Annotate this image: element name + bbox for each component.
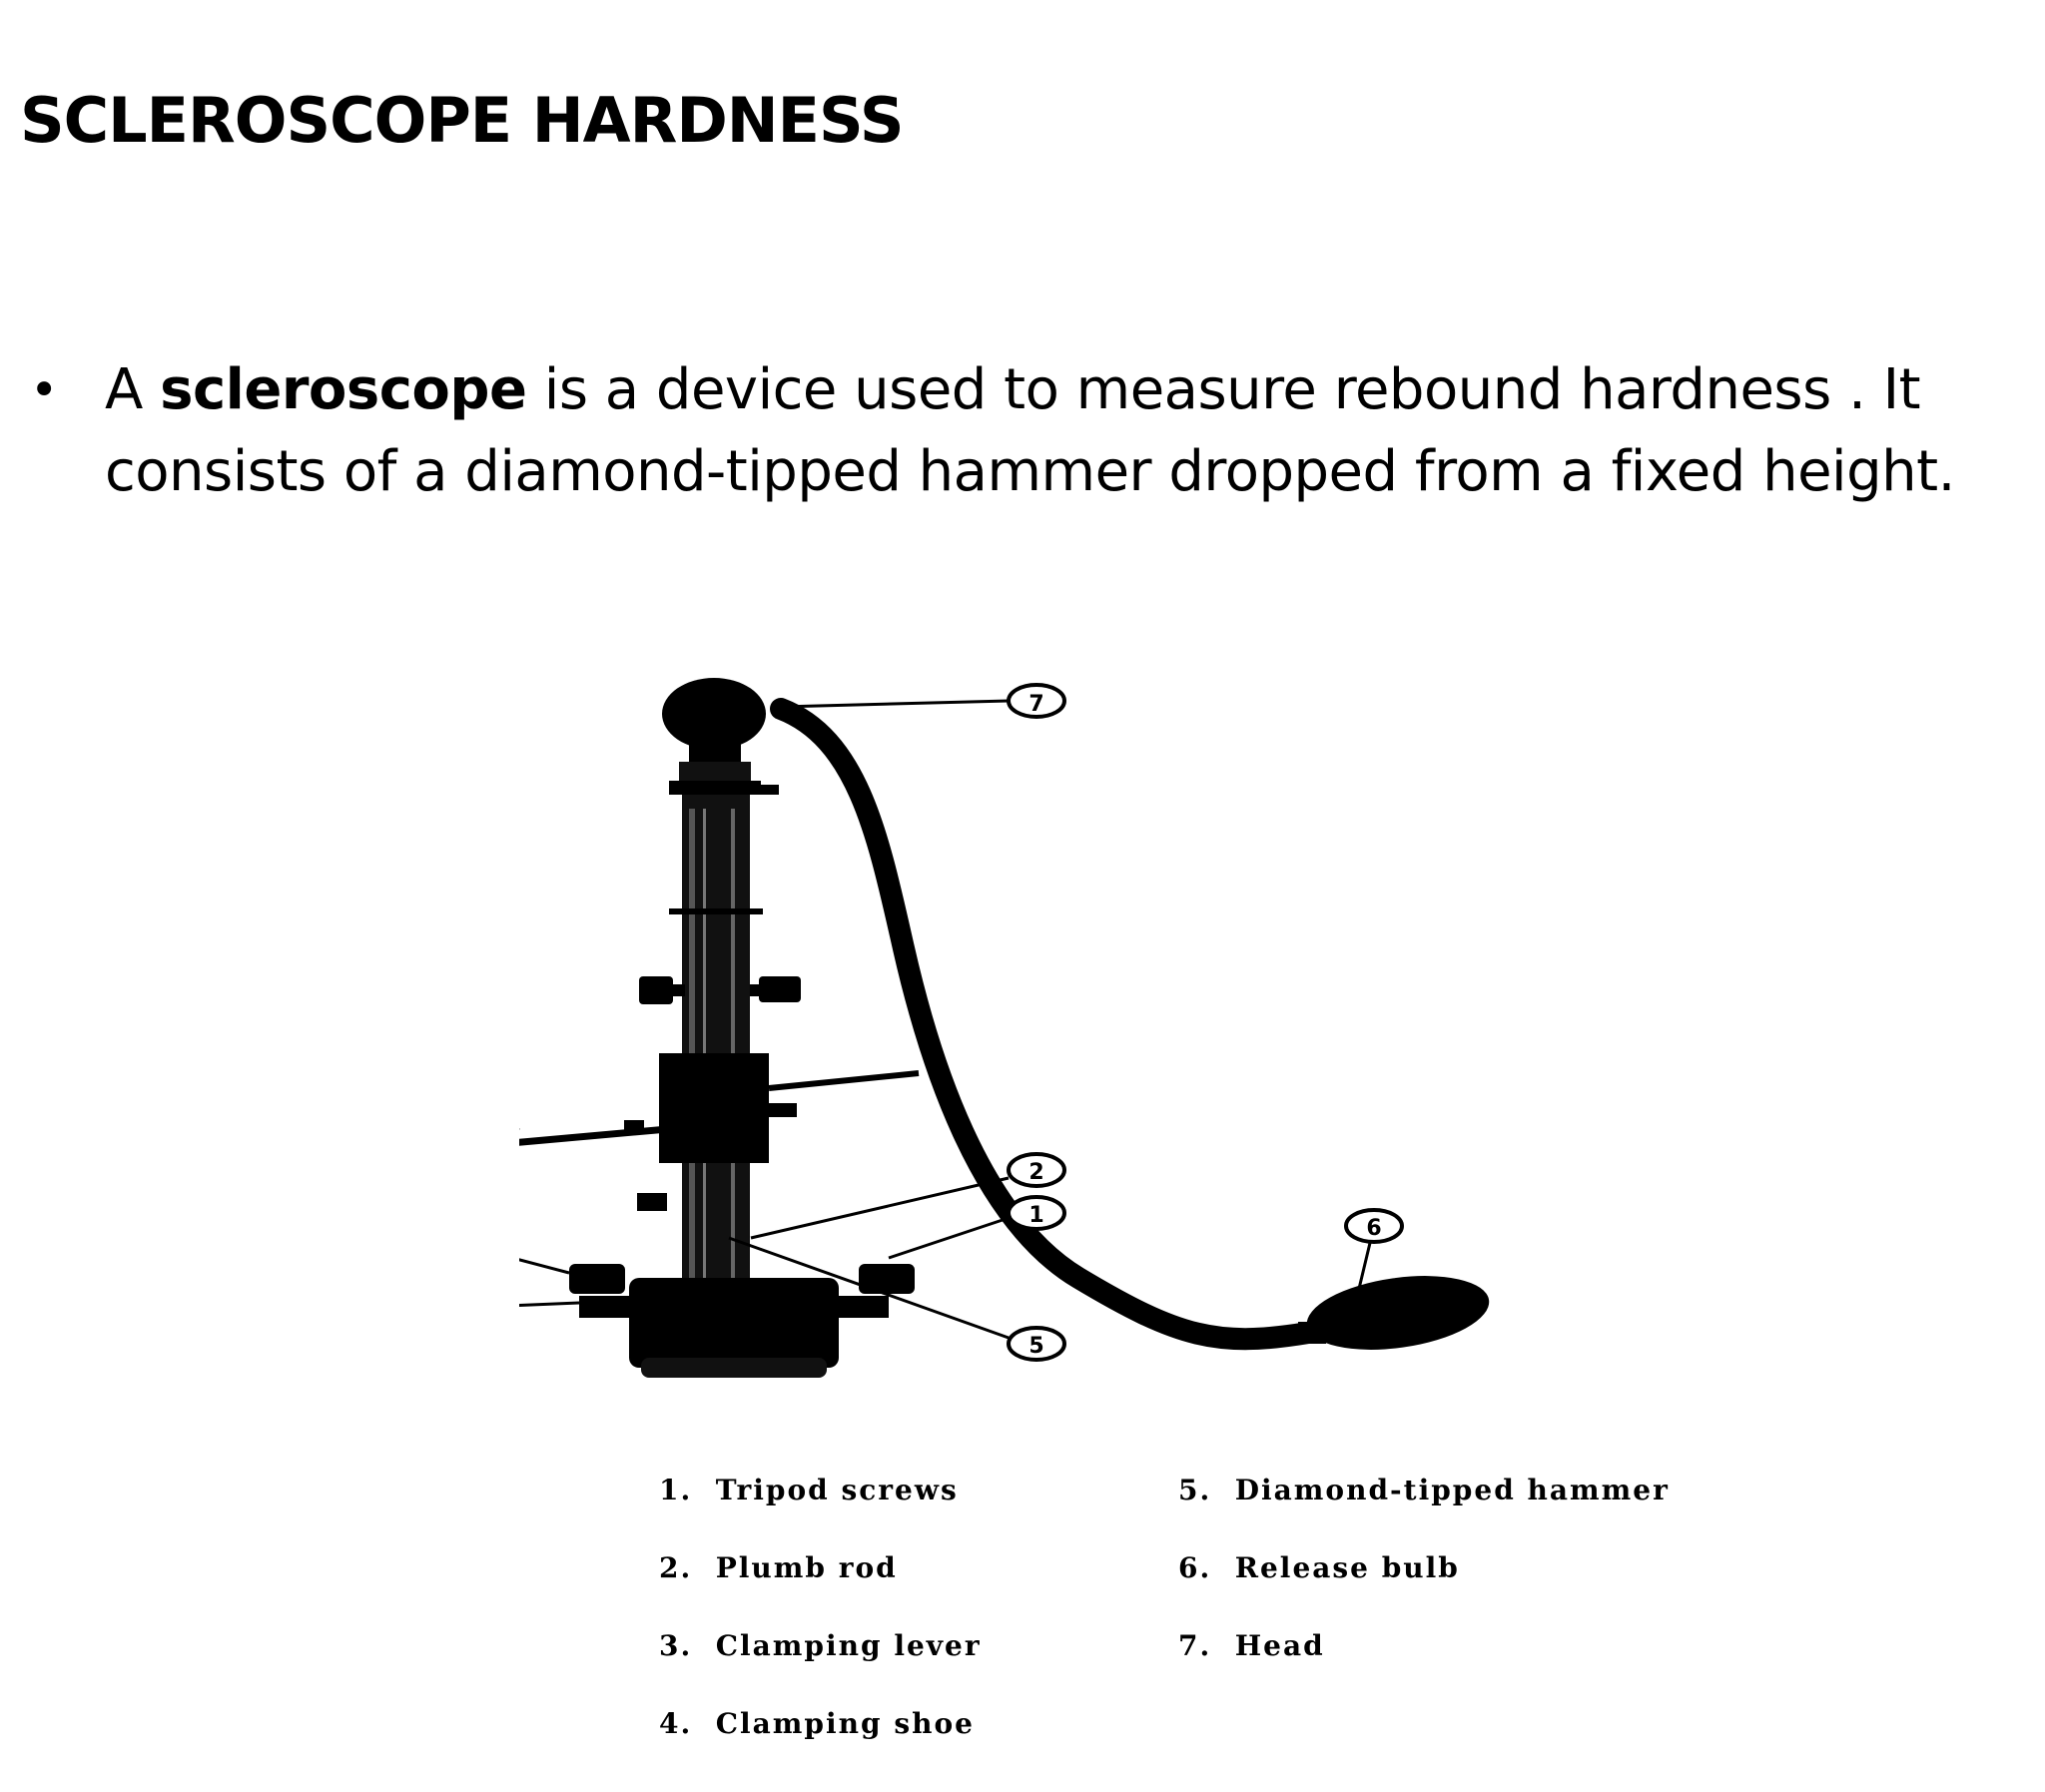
callout-5: 5: [1007, 1326, 1066, 1362]
callout-6: 6: [1344, 1208, 1404, 1244]
svg-text:1: 1: [1028, 1203, 1043, 1228]
legend-item: 1. Tripod screws: [659, 1474, 959, 1506]
bullet-body: is a device used to measure rebound hard…: [105, 357, 1955, 504]
svg-text:7: 7: [1028, 692, 1043, 717]
callout-1-right: 1: [1007, 1195, 1066, 1231]
base-cylinder: [629, 1278, 839, 1368]
legend-item: 7. Head: [1178, 1629, 1325, 1662]
scleroscope-diagram: 7 3 2 1 1 4 5 6: [519, 678, 1490, 1378]
scleroscope-figure: 7 3 2 1 1 4 5 6 1. Tri: [519, 659, 1997, 1738]
head-knob: [662, 678, 766, 750]
bullet-text: A scleroscope is a device used to measur…: [105, 349, 2002, 513]
release-bulb: [1306, 1276, 1490, 1350]
bullet-term: scleroscope: [160, 357, 527, 422]
svg-text:5: 5: [1028, 1334, 1043, 1359]
bullet-prefix: A: [105, 357, 161, 422]
release-hose: [770, 698, 1319, 1351]
legend-right: 5. Diamond-tipped hammer 6. Release bulb…: [1178, 1426, 1670, 1711]
slide-title: SCLEROSCOPE HARDNESS: [20, 84, 905, 157]
legend-item: 2. Plumb rod: [659, 1551, 898, 1584]
callout-7: 7: [1007, 683, 1066, 719]
callout-2: 2: [1007, 1152, 1066, 1188]
svg-text:6: 6: [1366, 1216, 1381, 1241]
legend-item: 4. Clamping shoe: [659, 1707, 975, 1740]
legend-item: 6. Release bulb: [1178, 1551, 1460, 1584]
legend-left: 1. Tripod screws 2. Plumb rod 3. Clampin…: [659, 1426, 982, 1789]
bullet-marker: •: [30, 362, 59, 418]
svg-text:2: 2: [1028, 1160, 1043, 1185]
legend-item: 3. Clamping lever: [659, 1629, 982, 1662]
legend-item: 5. Diamond-tipped hammer: [1178, 1474, 1670, 1506]
